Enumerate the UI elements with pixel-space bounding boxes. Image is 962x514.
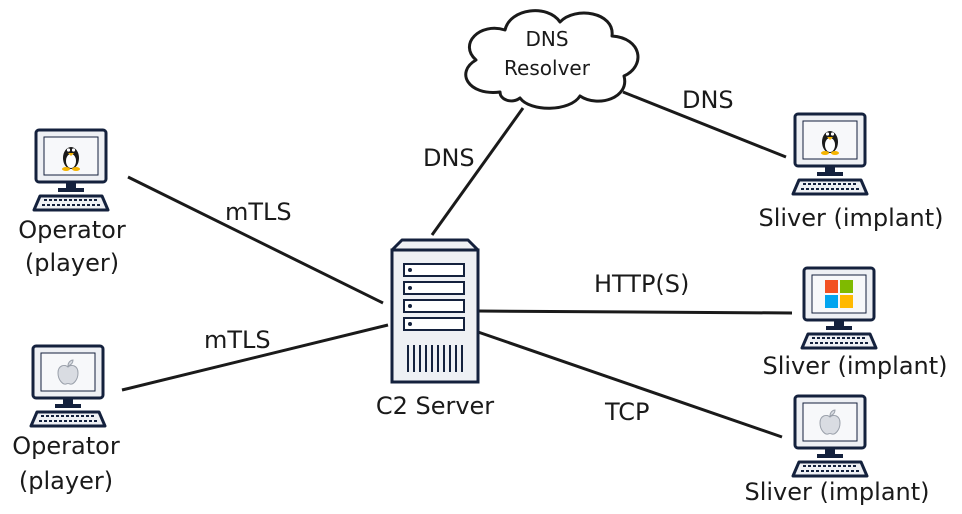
edge-label-https: HTTP(S) <box>594 270 689 298</box>
computer-icon <box>29 344 107 428</box>
dns-resolver-line2: Resolver <box>504 56 591 80</box>
edge-label-tcp: TCP <box>604 398 649 426</box>
operator-mac-line2: (player) <box>19 467 113 495</box>
computer-icon <box>800 266 878 350</box>
implant-windows: Sliver (implant) <box>762 266 948 380</box>
edge-label-dns-implant: DNS <box>682 86 734 114</box>
operator-linux: Operator (player) <box>18 128 126 277</box>
server-icon <box>390 238 480 384</box>
dns-resolver-cloud: DNS Resolver <box>464 9 640 110</box>
edge-operator1-c2 <box>127 175 384 305</box>
edge-c2-windows <box>477 309 793 315</box>
implant-mac: Sliver (implant) <box>744 394 930 506</box>
operator-mac: Operator (player) <box>12 344 120 495</box>
implant-windows-label: Sliver (implant) <box>762 352 947 380</box>
implant-linux-label: Sliver (implant) <box>758 204 943 232</box>
c2-server: C2 Server <box>376 238 494 420</box>
edge-operator2-c2 <box>121 323 389 392</box>
operator-linux-line1: Operator <box>18 216 126 244</box>
edge-label-mtls-1: mTLS <box>225 198 292 226</box>
edge-c2-mac <box>477 330 783 439</box>
edge-dns-implant <box>622 90 787 159</box>
computer-icon <box>791 394 869 478</box>
edge-label-dns-c2: DNS <box>423 144 475 172</box>
computer-icon <box>32 128 110 212</box>
operator-mac-line1: Operator <box>12 432 120 460</box>
dns-resolver-line1: DNS <box>525 27 568 51</box>
computer-icon <box>791 112 869 196</box>
edge-label-mtls-2: mTLS <box>204 326 271 354</box>
windows-icon <box>825 280 853 308</box>
edge-c2-dns <box>430 107 525 236</box>
implant-linux: Sliver (implant) <box>758 112 944 232</box>
operator-linux-line2: (player) <box>25 249 119 277</box>
implant-mac-label: Sliver (implant) <box>744 478 929 506</box>
c2-server-label: C2 Server <box>376 392 494 420</box>
